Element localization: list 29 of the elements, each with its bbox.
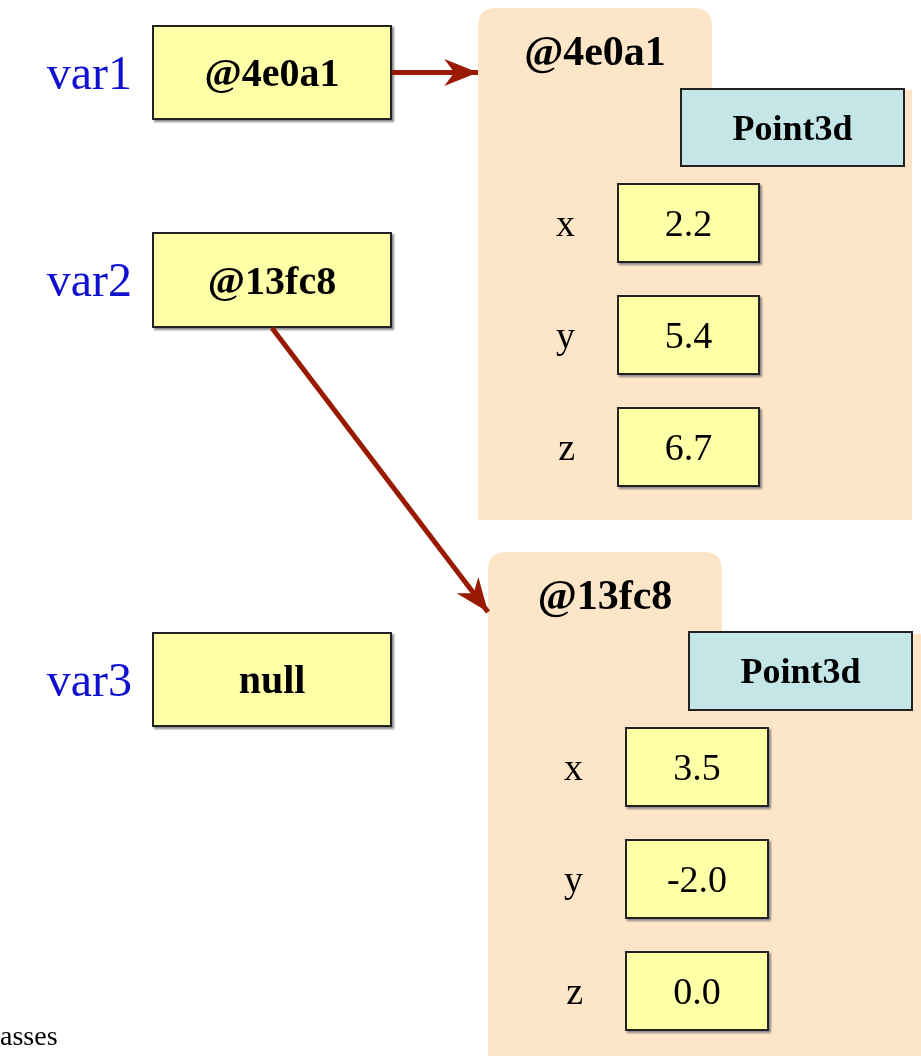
field-name: y [564, 860, 583, 898]
variable-name: var2 [46, 256, 132, 304]
value-text: @13fc8 [207, 256, 337, 304]
field-name: x [556, 204, 575, 242]
class-name-box [680, 88, 905, 167]
arrow [270, 326, 490, 614]
field-name: x [564, 748, 583, 786]
value-text: 2.2 [664, 201, 713, 245]
value-text: 5.4 [664, 313, 713, 357]
object-folder [478, 8, 912, 520]
object-address: @4e0a1 [523, 30, 667, 72]
value-text: 6.7 [664, 425, 713, 469]
class-name: Point3d [740, 650, 861, 692]
value-text: 3.5 [673, 745, 721, 789]
object-folder [488, 552, 921, 1056]
value-text: null [238, 656, 306, 703]
field-name: z [558, 428, 575, 466]
value-text: -2.0 [666, 857, 728, 901]
value-text: 0.0 [673, 969, 721, 1013]
variable-name: var3 [46, 655, 132, 704]
class-name: Point3d [732, 106, 853, 149]
note-text: asses [0, 1022, 58, 1050]
value-text: @4e0a1 [204, 49, 340, 96]
arrow [392, 59, 478, 86]
field-name: y [556, 316, 575, 354]
variable-name: var1 [46, 48, 132, 97]
object-address: @13fc8 [536, 574, 674, 616]
field-name: z [566, 972, 583, 1010]
class-name-box [688, 631, 913, 711]
